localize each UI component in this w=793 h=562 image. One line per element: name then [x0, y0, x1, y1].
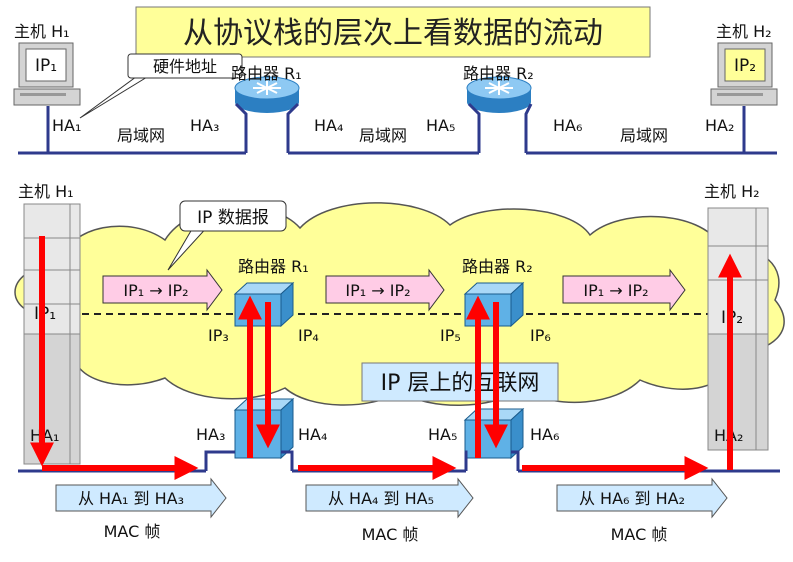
top-lan2-label: 局域网 [359, 126, 407, 145]
mac-frame-2-text: 从 HA₄ 到 HA₅ [328, 489, 434, 508]
router1-icon [234, 76, 300, 113]
host2-computer-icon [710, 42, 778, 106]
mac-frame-arrow-3: 从 HA₆ 到 HA₂ [556, 477, 728, 519]
bottom-ip3-label: IP₃ [208, 326, 229, 345]
bottom-ha4-label: HA₄ [298, 425, 327, 444]
top-ha6-label: HA₆ [553, 116, 582, 135]
data-flow-arrows [30, 236, 742, 480]
top-ip2-label: IP₂ [734, 56, 756, 76]
bottom-ip4-label: IP₄ [298, 326, 319, 345]
mac-frame-3-label: MAC 帧 [611, 525, 668, 544]
router2-icon [466, 76, 532, 113]
mac-frame-arrow-2: 从 HA₄ 到 HA₅ [305, 477, 474, 519]
top-ha3-label: HA₃ [190, 116, 219, 135]
top-lan1-label: 局域网 [117, 126, 165, 145]
bottom-ha5-label: HA₅ [428, 425, 457, 444]
mac-frame-1-text: 从 HA₁ 到 HA₃ [78, 489, 184, 508]
datagram-arrow-3-text: IP₁ → IP₂ [583, 281, 648, 300]
top-lan-lines [18, 102, 777, 155]
datagram-arrow-2: IP₁ → IP₂ [325, 268, 445, 312]
hw-callout-text: 硬件地址 [153, 57, 217, 76]
hw-callout-pointer [79, 73, 154, 119]
mac-frame-arrow-1: 从 HA₁ 到 HA₃ [55, 477, 227, 519]
bottom-router2-label: 路由器 R₂ [462, 257, 533, 276]
host1-computer-icon [13, 42, 81, 106]
top-ip1-label: IP₁ [35, 56, 57, 76]
mac-frame-2-label: MAC 帧 [362, 525, 419, 544]
top-host1-label: 主机 H₁ [14, 22, 70, 41]
bottom-ip5-label: IP₅ [440, 326, 461, 345]
bottom-ha6-label: HA₆ [530, 425, 559, 444]
internet-label-box [361, 362, 559, 402]
datagram-callout-box [179, 200, 287, 232]
top-ha5-label: HA₅ [426, 116, 455, 135]
mac-frame-1-label: MAC 帧 [104, 522, 161, 541]
internet-label-text: IP 层上的互联网 [381, 371, 540, 396]
top-host2-label: 主机 H₂ [716, 22, 772, 41]
bottom-ip1-label: IP₁ [34, 304, 56, 324]
bottom-host2-label: 主机 H₂ [704, 182, 760, 201]
bottom-ip6-label: IP₆ [530, 326, 551, 345]
router1-ip-cube [233, 281, 295, 328]
top-ha2-label: HA₂ [705, 116, 734, 135]
datagram-arrow-1: IP₁ → IP₂ [102, 268, 223, 312]
top-ha4-label: HA₄ [314, 116, 343, 135]
datagram-arrow-2-text: IP₁ → IP₂ [345, 281, 410, 300]
page-title: 从协议栈的层次上看数据的流动 [183, 16, 603, 51]
hw-callout-box [127, 53, 243, 79]
bottom-ha3-label: HA₃ [196, 425, 225, 444]
host2-protocol-stack [707, 207, 769, 451]
mac-frame-3-text: 从 HA₆ 到 HA₂ [579, 489, 685, 508]
top-ha1-label: HA₁ [52, 116, 81, 135]
top-router2-label: 路由器 R₂ [463, 64, 534, 83]
datagram-arrow-1-text: IP₁ → IP₂ [123, 281, 188, 300]
datagram-arrow-3: IP₁ → IP₂ [562, 268, 686, 312]
router1-link-cube [233, 397, 295, 460]
bottom-router1-label: 路由器 R₁ [238, 257, 309, 276]
datagram-callout-text: IP 数据报 [197, 208, 269, 228]
top-lan3-label: 局域网 [620, 126, 668, 145]
top-router1-label: 路由器 R₁ [231, 64, 302, 83]
bottom-host1-label: 主机 H₁ [18, 182, 74, 201]
title-box [135, 6, 651, 58]
host1-protocol-stack [23, 203, 81, 465]
